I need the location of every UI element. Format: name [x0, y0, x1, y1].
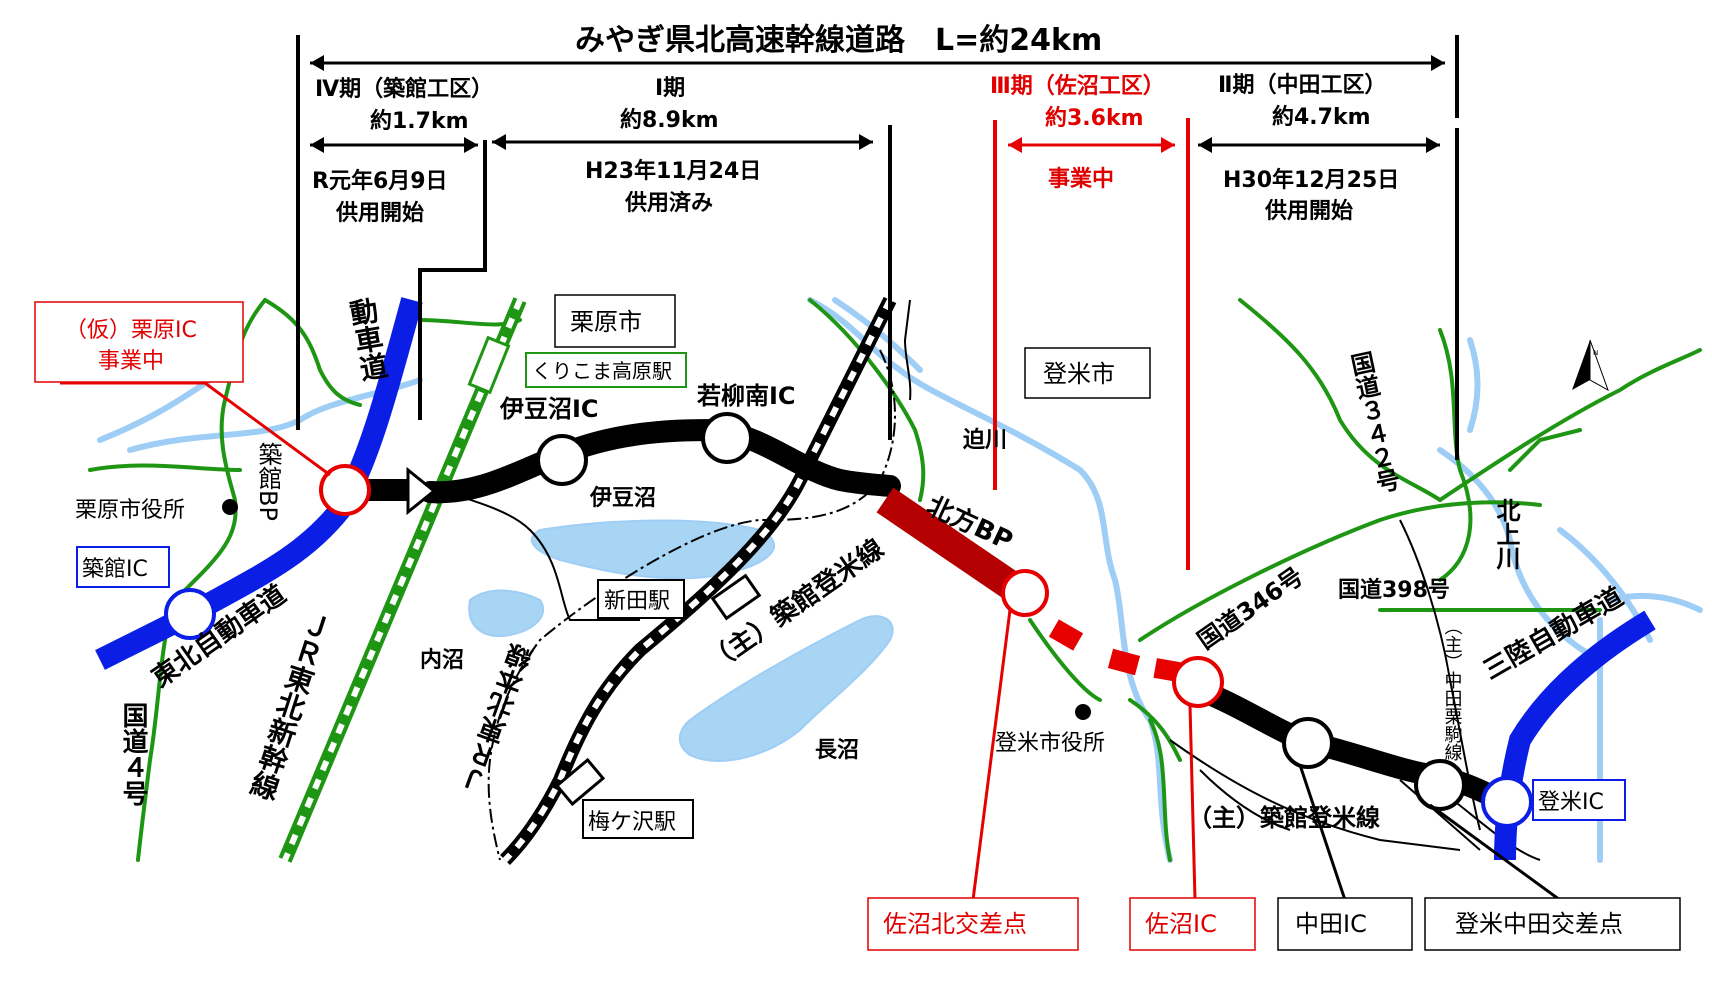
sanuma-kita-callout: 佐沼北交差点 [867, 897, 1079, 951]
tsukidate-ic-marker [164, 588, 216, 640]
section-iv-status: 供用開始 [335, 200, 424, 226]
pref-road-right-label: （主）築館登米線 [1188, 804, 1380, 832]
tome-office-label: 登米市役所 [995, 731, 1105, 756]
section-boundary-marker [406, 466, 437, 516]
izunuma-label: 伊豆沼 [589, 485, 656, 511]
sanuma-kita-marker [1001, 569, 1049, 617]
kurikoma-station-box: くりこま高原駅 [525, 352, 687, 388]
dashdot-roads [487, 349, 896, 861]
svg-text:登米中田交差点: 登米中田交差点 [1455, 910, 1623, 938]
tome-city-box: 登米市 [1024, 347, 1151, 399]
tohoku-expressway-top-label: 動車道 [344, 295, 391, 384]
section-iv-date: R元年6月9日 [312, 168, 448, 194]
svg-text:新田駅: 新田駅 [604, 589, 670, 614]
svg-text:佐沼北交差点: 佐沼北交差点 [883, 910, 1027, 938]
section-dividers [296, 35, 1459, 570]
section-ii-length: 約4.7km [1272, 104, 1371, 130]
uchinuma-label: 内沼 [420, 648, 464, 673]
kurihara-office-label: 栗原市役所 [75, 498, 185, 523]
umegasawa-station-box: 梅ケ沢駅 [582, 799, 694, 839]
section-i-date: H23年11月24日 [585, 158, 761, 184]
kurihara-city-box: 栗原市 [554, 294, 676, 348]
section-iii-length: 約3.6km [1045, 105, 1144, 131]
svg-text:栗原市: 栗原市 [570, 308, 642, 336]
section-iii-status: 事業中 [1048, 166, 1114, 192]
svg-text:登米市: 登米市 [1043, 360, 1115, 388]
nakada-ic-callout: 中田IC [1277, 897, 1413, 951]
tome-nakada-marker [1414, 759, 1466, 811]
nakada-kurikoma-label: （主）中田栗駒線 [1442, 617, 1463, 761]
tome-ic-box: 登米IC [1532, 779, 1626, 821]
tohoku-expressway-line [95, 297, 423, 670]
north-arrow-icon: N [1572, 339, 1609, 392]
kurikoma-station-symbol [467, 335, 511, 395]
umegasawa-station-symbol [554, 757, 606, 807]
route4-label: 国道４号 [118, 702, 148, 806]
izunuma-ic-label: 伊豆沼IC [499, 395, 599, 423]
tome-ic-marker [1481, 776, 1533, 828]
svg-text:登米IC: 登米IC [1538, 790, 1604, 815]
river-left-2 [97, 377, 213, 443]
kurihara-ic-label: （仮）栗原IC [65, 318, 197, 343]
lakes [468, 519, 894, 762]
naganuma-lake [678, 615, 894, 762]
section-i-length: 約8.9km [620, 107, 719, 133]
svg-text:佐沼IC: 佐沼IC [1145, 910, 1217, 938]
tome-nakada-callout: 登米中田交差点 [1424, 897, 1681, 951]
nitta-station-box: 新田駅 [597, 579, 685, 619]
route398-label: 国道398号 [1338, 577, 1450, 603]
izunuma-ic-marker [536, 434, 588, 486]
kurihara-office-dot [222, 499, 238, 515]
section-iii-name: Ⅲ期（佐沼工区） [990, 73, 1165, 99]
section-ii-date: H30年12月25日 [1223, 167, 1399, 193]
hasama-river-label: 迫川 [962, 427, 1007, 453]
kitakami-river [1437, 447, 1603, 663]
nakada-ic-marker [1282, 717, 1334, 769]
local-roads [439, 299, 1541, 861]
wakayanagi-minami-ic-label: 若柳南IC [696, 382, 796, 410]
sanuma-ic-callout: 佐沼IC [1129, 897, 1256, 951]
shinkansen-line [278, 297, 527, 863]
naganuma-label: 長沼 [815, 738, 859, 763]
interchanges [164, 412, 1533, 828]
kurihara-ic-callout: （仮）栗原IC 事業中 [34, 301, 244, 383]
map-title: みやぎ県北高速幹線道路 L=約24km [575, 23, 1102, 58]
north-label: N [1593, 349, 1598, 357]
jr-main-line [500, 296, 897, 865]
section-ii-name: Ⅱ期（中田工区） [1218, 73, 1387, 98]
leader-lines [60, 381, 1561, 902]
section-i-status: 供用済み [624, 190, 713, 216]
river-right [1467, 337, 1703, 863]
uchinuma-lake [468, 589, 545, 638]
dimension-arrows [310, 55, 1445, 153]
kurihara-ic-status: 事業中 [98, 349, 164, 374]
tome-office-dot [1075, 704, 1091, 720]
kitakami-river-label: 北上川 [1492, 498, 1520, 570]
section-iv-name: Ⅳ期（築館工区） [315, 76, 493, 102]
svg-text:築館IC: 築館IC [82, 557, 148, 582]
kitakata-bp-road [876, 487, 1019, 598]
svg-text:くりこま高原駅: くりこま高原駅 [532, 359, 672, 383]
svg-text:梅ケ沢駅: 梅ケ沢駅 [588, 810, 676, 835]
green-roads [88, 298, 1702, 862]
section-ii-status: 供用開始 [1264, 198, 1353, 224]
section-i-name: Ⅰ期 [655, 76, 685, 101]
wakayanagi-minami-ic-marker [701, 412, 753, 464]
sanriku-expressway-label: 三陸自動車道 [1478, 581, 1629, 686]
tsukidate-ic-box: 築館IC [76, 546, 170, 588]
sanuma-ic-marker [1172, 656, 1224, 708]
section-iv-length: 約1.7km [370, 108, 469, 134]
kurihara-ic-marker [319, 464, 371, 516]
nitta-station-symbol [710, 573, 762, 621]
svg-text:中田IC: 中田IC [1295, 910, 1367, 938]
jr-honsen-label: ＪＲ東北本線 [457, 640, 539, 798]
route342-label: 国道３４２号 [1344, 349, 1402, 497]
tsukidate-bp-label: 築館BP [254, 442, 282, 521]
